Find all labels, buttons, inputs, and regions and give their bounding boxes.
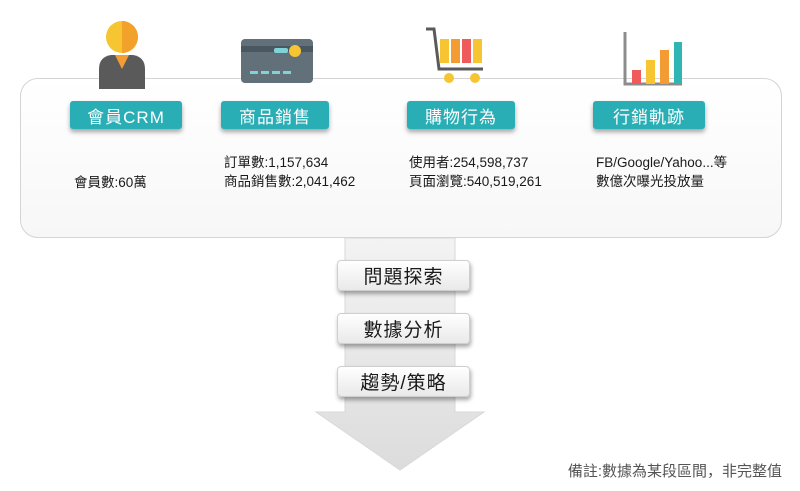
bar-chart-icon: [623, 32, 682, 86]
step-problem-exploration: 問題探索: [337, 260, 470, 291]
label-product-sales: 商品銷售: [221, 101, 329, 129]
label-marketing-track: 行銷軌跡: [593, 101, 705, 129]
stat-page-views: 頁面瀏覽:540,519,261: [409, 174, 542, 189]
shopping-cart-icon: [426, 27, 483, 83]
stat-user-count: 使用者:254,598,737: [409, 155, 529, 170]
stat-member-count: 會員數:60萬: [74, 175, 147, 190]
step-trend-strategy: 趨勢/策略: [337, 366, 470, 397]
label-member-crm: 會員CRM: [70, 101, 182, 129]
label-shopping-behavior: 購物行為: [407, 101, 515, 129]
stat-order-count: 訂單數:1,157,634: [224, 155, 329, 170]
stat-product-sales-count: 商品銷售數:2,041,462: [224, 174, 356, 189]
step-data-analysis: 數據分析: [337, 313, 470, 344]
stat-ad-impressions: 數億次曝光投放量: [596, 174, 704, 189]
footnote: 備註:數據為某段區間，非完整值: [567, 463, 782, 480]
member-person-icon: [99, 21, 145, 89]
stat-ad-channels: FB/Google/Yahoo...等: [596, 155, 728, 170]
credit-card-icon: [241, 39, 313, 83]
